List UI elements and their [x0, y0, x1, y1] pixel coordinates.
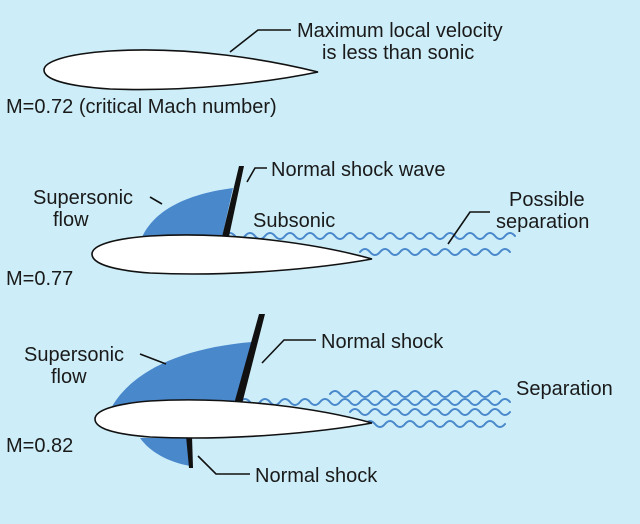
panel-mach-082: Supersonic flow Normal shock Normal shoc…: [6, 314, 613, 487]
panel-critical-mach: Maximum local velocity is less than soni…: [6, 20, 503, 118]
shock-leader-077: [246, 167, 267, 183]
possible-separation-line1: Possible: [509, 189, 585, 211]
mach-label-082: M=0.82: [6, 435, 73, 457]
supersonic-label-077-line2: flow: [53, 209, 89, 231]
supersonic-leader-077: [149, 196, 163, 205]
supersonic-region-upper-082: [110, 342, 252, 410]
shock-label-077: Normal shock wave: [271, 159, 446, 181]
separation-label: Separation: [516, 378, 613, 400]
upper-shock-leader-082: [261, 339, 316, 364]
supersonic-leader-082: [139, 353, 167, 365]
possible-separation-wake: [224, 232, 516, 256]
velocity-label-line1: Maximum local velocity: [297, 20, 503, 42]
supersonic-label-082-line2: flow: [51, 366, 87, 388]
wake-curl-upper: [224, 232, 516, 240]
airfoil-082: [94, 399, 373, 439]
airfoil-077: [91, 234, 373, 275]
mach-label-critical: M=0.72 (critical Mach number): [6, 96, 277, 118]
normal-shock-wave-077: [221, 166, 244, 241]
separation-leader-077: [447, 211, 490, 245]
velocity-leader-line: [229, 29, 291, 53]
wake-curl-2: [329, 390, 501, 398]
panel-mach-077: Supersonic flow Normal shock wave Subson…: [6, 159, 589, 290]
supersonic-region-077: [140, 188, 233, 242]
airfoil-critical: [43, 49, 319, 91]
mach-label-077: M=0.77: [6, 268, 73, 290]
lower-shock-label-082: Normal shock: [255, 465, 378, 487]
subsonic-label: Subsonic: [253, 210, 335, 232]
wake-curl-4: [364, 420, 506, 428]
lower-shock-leader-082: [197, 455, 250, 475]
velocity-label-line2: is less than sonic: [322, 42, 474, 64]
wake-curl-lower: [359, 248, 511, 256]
normal-shock-lower-082: [186, 436, 193, 468]
wake-curl-3: [349, 408, 511, 416]
wake-curl-1: [239, 398, 511, 406]
normal-shock-upper-082: [234, 314, 265, 404]
supersonic-region-lower-082: [140, 438, 190, 466]
upper-shock-label-082: Normal shock: [321, 331, 444, 353]
possible-separation-line2: separation: [496, 211, 589, 233]
supersonic-label-077-line1: Supersonic: [33, 187, 133, 209]
supersonic-label-082-line1: Supersonic: [24, 344, 124, 366]
separation-wake: [239, 390, 511, 428]
